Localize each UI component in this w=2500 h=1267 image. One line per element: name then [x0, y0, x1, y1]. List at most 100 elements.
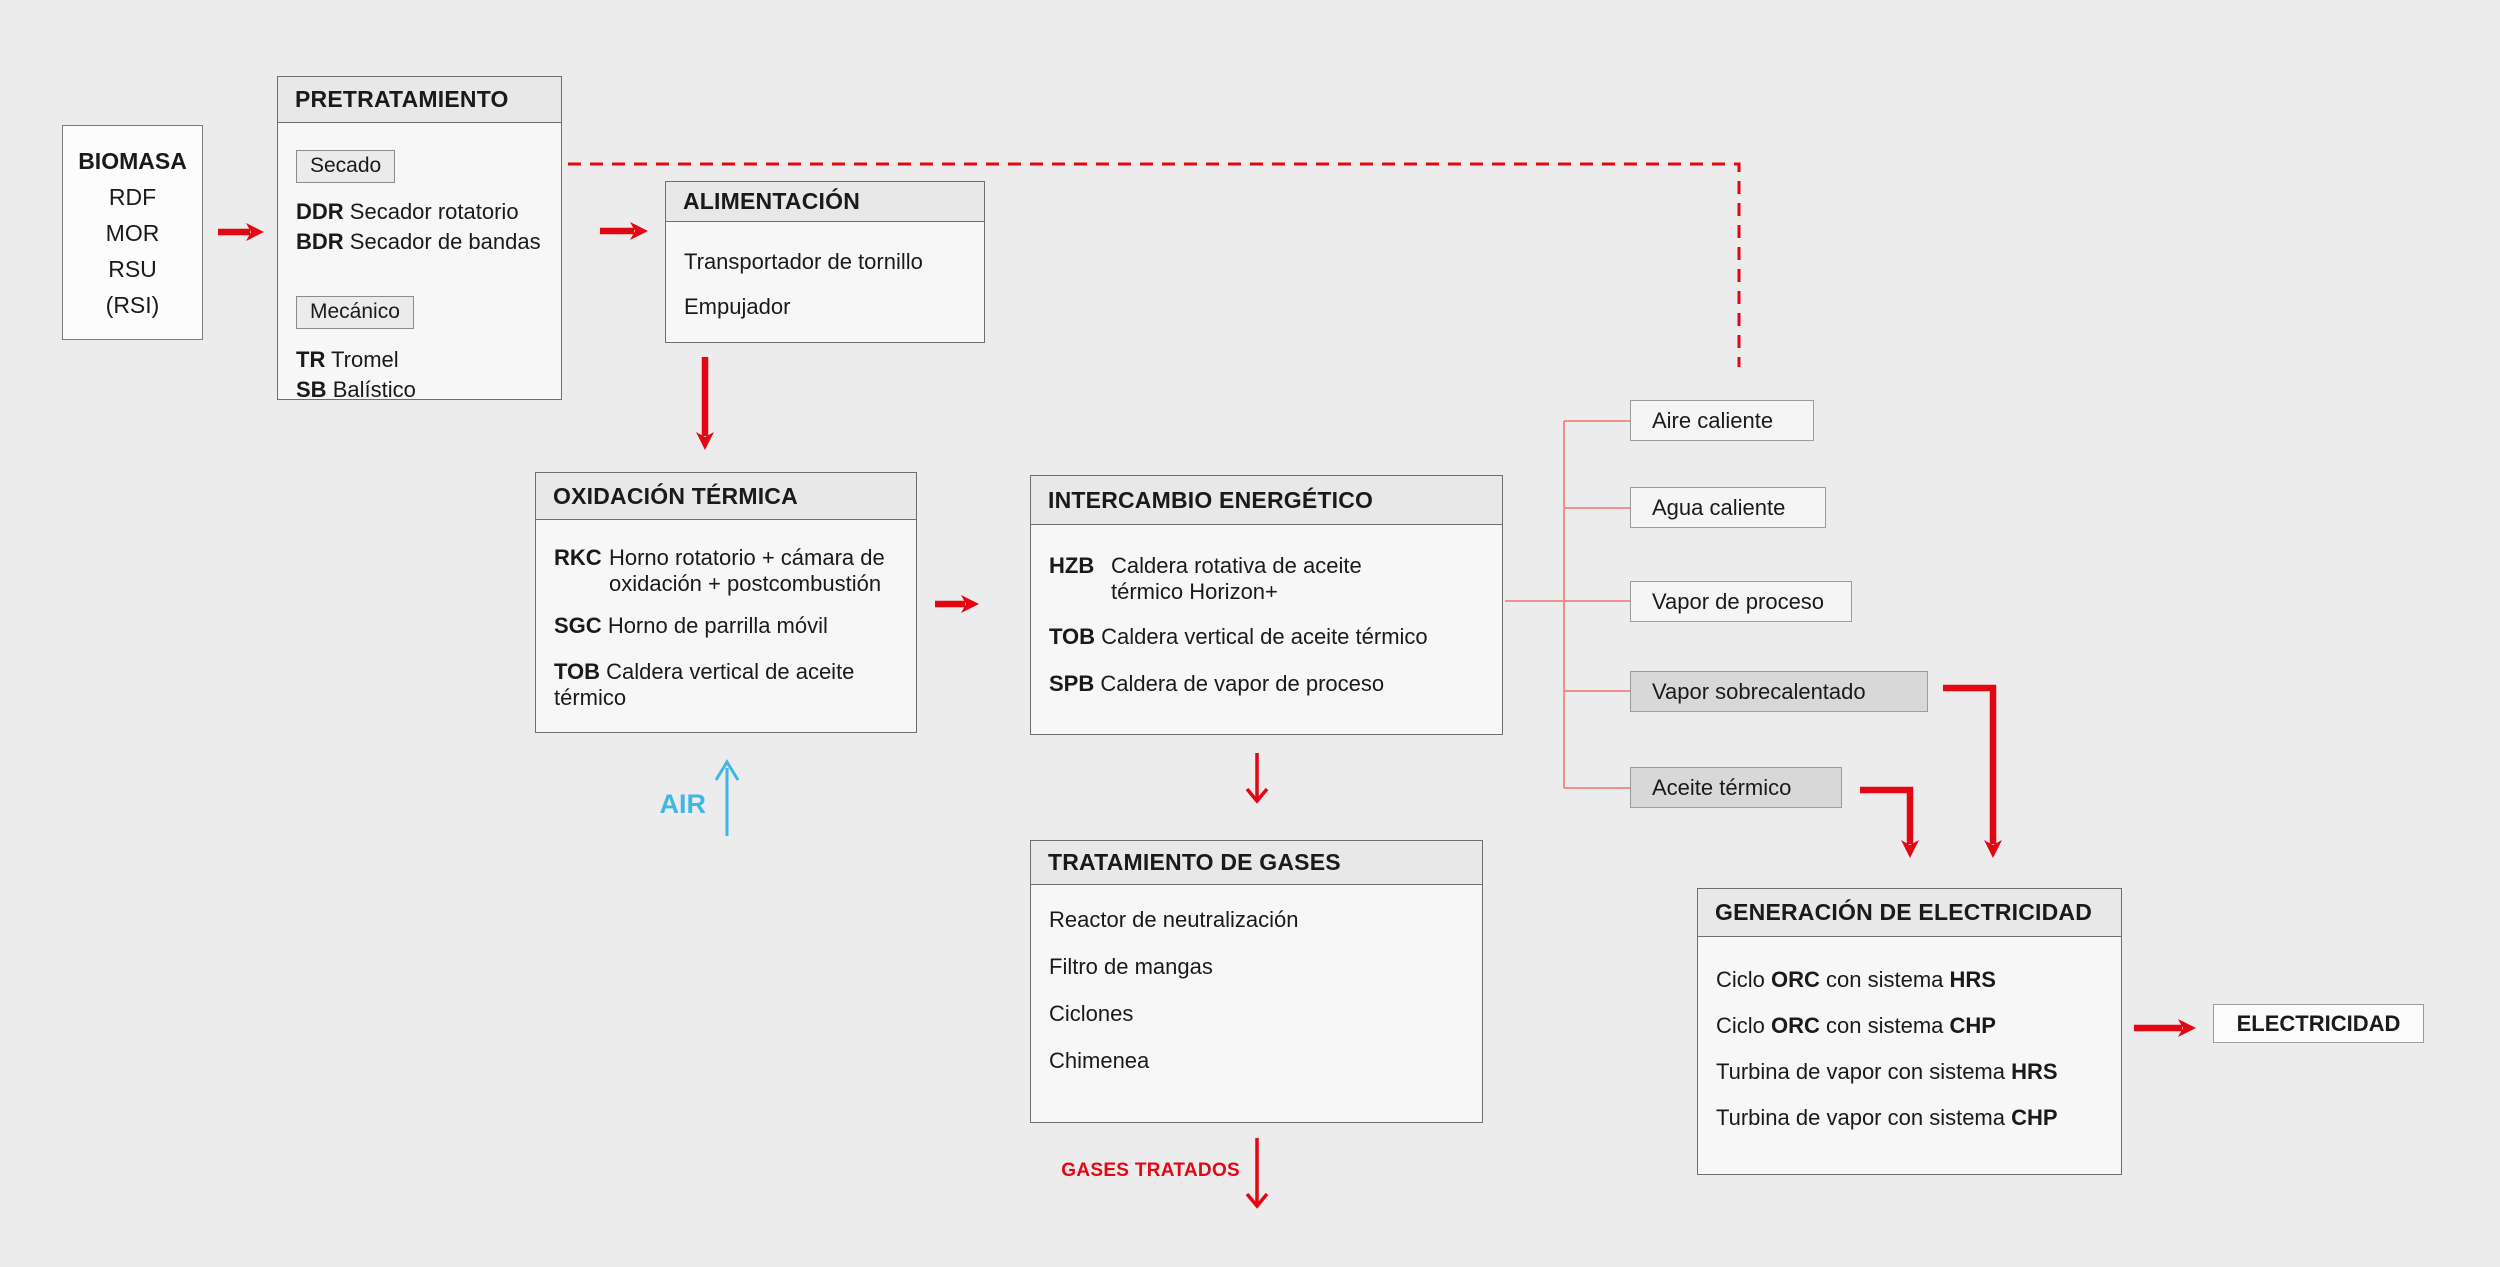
equipment-label: Caldera vertical de aceite térmico — [1101, 624, 1428, 649]
output-vapor-de-proceso: Vapor de proceso — [1630, 581, 1852, 622]
output-label: Vapor sobrecalentado — [1652, 678, 1866, 704]
electricidad-box: ELECTRICIDAD — [2213, 1004, 2424, 1043]
panel-title: ALIMENTACIÓN — [683, 188, 861, 214]
arrow-aceite-termico-to-generacion — [1860, 786, 1919, 858]
equipment-label: Horno de parrilla móvil — [607, 613, 828, 638]
output-aire-caliente: Aire caliente — [1630, 400, 1814, 441]
equipment-label: Secador de bandas — [349, 229, 541, 254]
cycle-text: Turbina de vapor con sistema — [1716, 1105, 2012, 1130]
output-label: Vapor de proceso — [1652, 588, 1825, 614]
equipment-label: Caldera rotativa de aceite térmico Horiz… — [1111, 553, 1362, 604]
equipment-code: RKC — [554, 545, 602, 570]
generacion-header: GENERACIÓN DE ELECTRICIDAD — [1698, 889, 2121, 937]
cycle-text: con sistema — [1819, 967, 1950, 992]
intercambio-header: INTERCAMBIO ENERGÉTICO — [1031, 476, 1502, 525]
arrow-pretratamiento-to-alimentacion — [600, 222, 648, 240]
tratamiento-header: TRATAMIENTO DE GASES — [1031, 841, 1482, 885]
cycle-text: Ciclo — [1716, 967, 1772, 992]
arrow-vapor-sobrecalentado-to-generacion — [1943, 684, 2002, 858]
biomasa-title: BIOMASA — [78, 147, 187, 174]
output-label: Aceite térmico — [1652, 774, 1792, 800]
arrow-gases-tratados — [1245, 1138, 1269, 1209]
equipment-line: Chimenea — [1049, 1048, 1150, 1073]
equipment-code: BDR — [296, 229, 344, 254]
alimentacion-body: Transportador de tornillo Empujador — [666, 248, 984, 321]
cycle-bold: HRS — [2011, 1059, 2058, 1084]
tratamiento-gases-panel: TRATAMIENTO DE GASES Reactor de neutrali… — [1030, 840, 1483, 1123]
pretratamiento-panel: PRETRATAMIENTO Secado DDR Secador rotato… — [277, 76, 562, 402]
equipment-line: Ciclones — [1049, 1001, 1134, 1026]
pretratamiento-header: PRETRATAMIENTO — [278, 77, 561, 123]
equipment-label: Caldera de vapor de proceso — [1100, 671, 1385, 696]
equipment-label: Horno rotatorio + cámara de oxidación + … — [608, 545, 885, 596]
panel-title: INTERCAMBIO ENERGÉTICO — [1048, 486, 1374, 513]
output-label: Agua caliente — [1652, 494, 1786, 520]
alimentacion-header: ALIMENTACIÓN — [666, 182, 984, 222]
equipment-label: Secador rotatorio — [349, 199, 519, 224]
equipment-line: SPB Caldera de vapor de proceso — [1049, 669, 1484, 699]
output-connector-lines — [1505, 420, 1630, 789]
gases-tratados-label: GASES TRATADOS — [1061, 1160, 1240, 1181]
cycle-bold: ORC — [1771, 967, 1820, 992]
cycle-line: Ciclo ORC con sistema HRS — [1716, 966, 2103, 994]
cycle-line: Turbina de vapor con sistema HRS — [1716, 1058, 2103, 1086]
generacion-electricidad-panel: GENERACIÓN DE ELECTRICIDAD Ciclo ORC con… — [1697, 888, 2122, 1175]
intercambio-body: HZB Caldera rotativa de aceite térmico Ho… — [1031, 553, 1502, 699]
equipment-line: Filtro de mangas — [1049, 954, 1213, 979]
arrow-biomasa-to-pretratamiento — [218, 223, 264, 241]
equipment-label: Caldera vertical de aceite térmico — [554, 659, 855, 710]
mecanico-chip: Mecánico — [296, 296, 414, 329]
biomasa-item: (RSI) — [105, 291, 160, 318]
electricidad-label: ELECTRICIDAD — [2236, 1010, 2401, 1036]
biomasa-item: RDF — [108, 183, 157, 210]
equipment-code: TOB — [1049, 624, 1096, 649]
equipment-code: DDR — [296, 199, 344, 224]
arrow-oxidacion-to-intercambio — [935, 595, 979, 613]
equipment-label: Tromel — [331, 347, 399, 372]
equipment-label: Balístico — [332, 377, 416, 402]
cycle-text: con sistema — [1819, 1013, 1950, 1038]
arrow-alimentacion-to-oxidacion — [696, 357, 714, 450]
equipment-line: HZB Caldera rotativa de aceite térmico Ho… — [1049, 553, 1484, 605]
arrow-generacion-to-electricidad — [2134, 1019, 2196, 1037]
generacion-body: Ciclo ORC con sistema HRS Ciclo ORC con … — [1698, 966, 2121, 1132]
equipment-line: DDR Secador rotatorio — [296, 197, 543, 227]
panel-title: PRETRATAMIENTO — [295, 86, 509, 112]
equipment-line: Empujador — [684, 294, 791, 319]
panel-title: GENERACIÓN DE ELECTRICIDAD — [1715, 899, 2093, 925]
alimentacion-panel: ALIMENTACIÓN Transportador de tornillo E… — [665, 181, 985, 343]
equipment-line: TOB Caldera vertical de aceite térmico — [1049, 622, 1484, 652]
air-label: AIR — [659, 789, 707, 819]
equipment-line: SGC Horno de parrilla móvil — [554, 611, 898, 641]
panel-title: TRATAMIENTO DE GASES — [1048, 849, 1341, 875]
equipment-line: TOB Caldera vertical de aceite térmico — [554, 659, 898, 711]
equipment-code: TR — [296, 347, 326, 372]
cycle-bold: CHP — [1949, 1013, 1996, 1038]
equipment-line: SB Balístico — [296, 375, 543, 405]
equipment-line: Reactor de neutralización — [1049, 907, 1299, 932]
cycle-line: Turbina de vapor con sistema CHP — [1716, 1104, 2103, 1132]
output-vapor-sobrecalentado: Vapor sobrecalentado — [1630, 671, 1928, 712]
tratamiento-body: Reactor de neutralización Filtro de mang… — [1031, 906, 1482, 1075]
pretratamiento-body: Secado DDR Secador rotatorio BDR Secador… — [278, 123, 561, 405]
output-aceite-termico: Aceite térmico — [1630, 767, 1842, 808]
arrow-intercambio-to-tratamiento — [1245, 753, 1269, 804]
equipment-code: HZB — [1049, 553, 1095, 578]
dashed-recirculation-arrow — [399, 156, 1741, 367]
cycle-bold: ORC — [1771, 1013, 1820, 1038]
cycle-line: Ciclo ORC con sistema CHP — [1716, 1012, 2103, 1040]
equipment-line: Transportador de tornillo — [684, 249, 923, 274]
cycle-text: Turbina de vapor con sistema — [1716, 1059, 2012, 1084]
panel-title: OXIDACIÓN TÉRMICA — [553, 482, 798, 509]
air-arrow — [714, 759, 740, 836]
equipment-code: SPB — [1049, 671, 1095, 696]
cycle-bold: CHP — [2011, 1105, 2058, 1130]
equipment-line: TR Tromel — [296, 345, 543, 375]
oxidacion-header: OXIDACIÓN TÉRMICA — [536, 473, 916, 520]
biomasa-item: RSU — [108, 255, 157, 282]
